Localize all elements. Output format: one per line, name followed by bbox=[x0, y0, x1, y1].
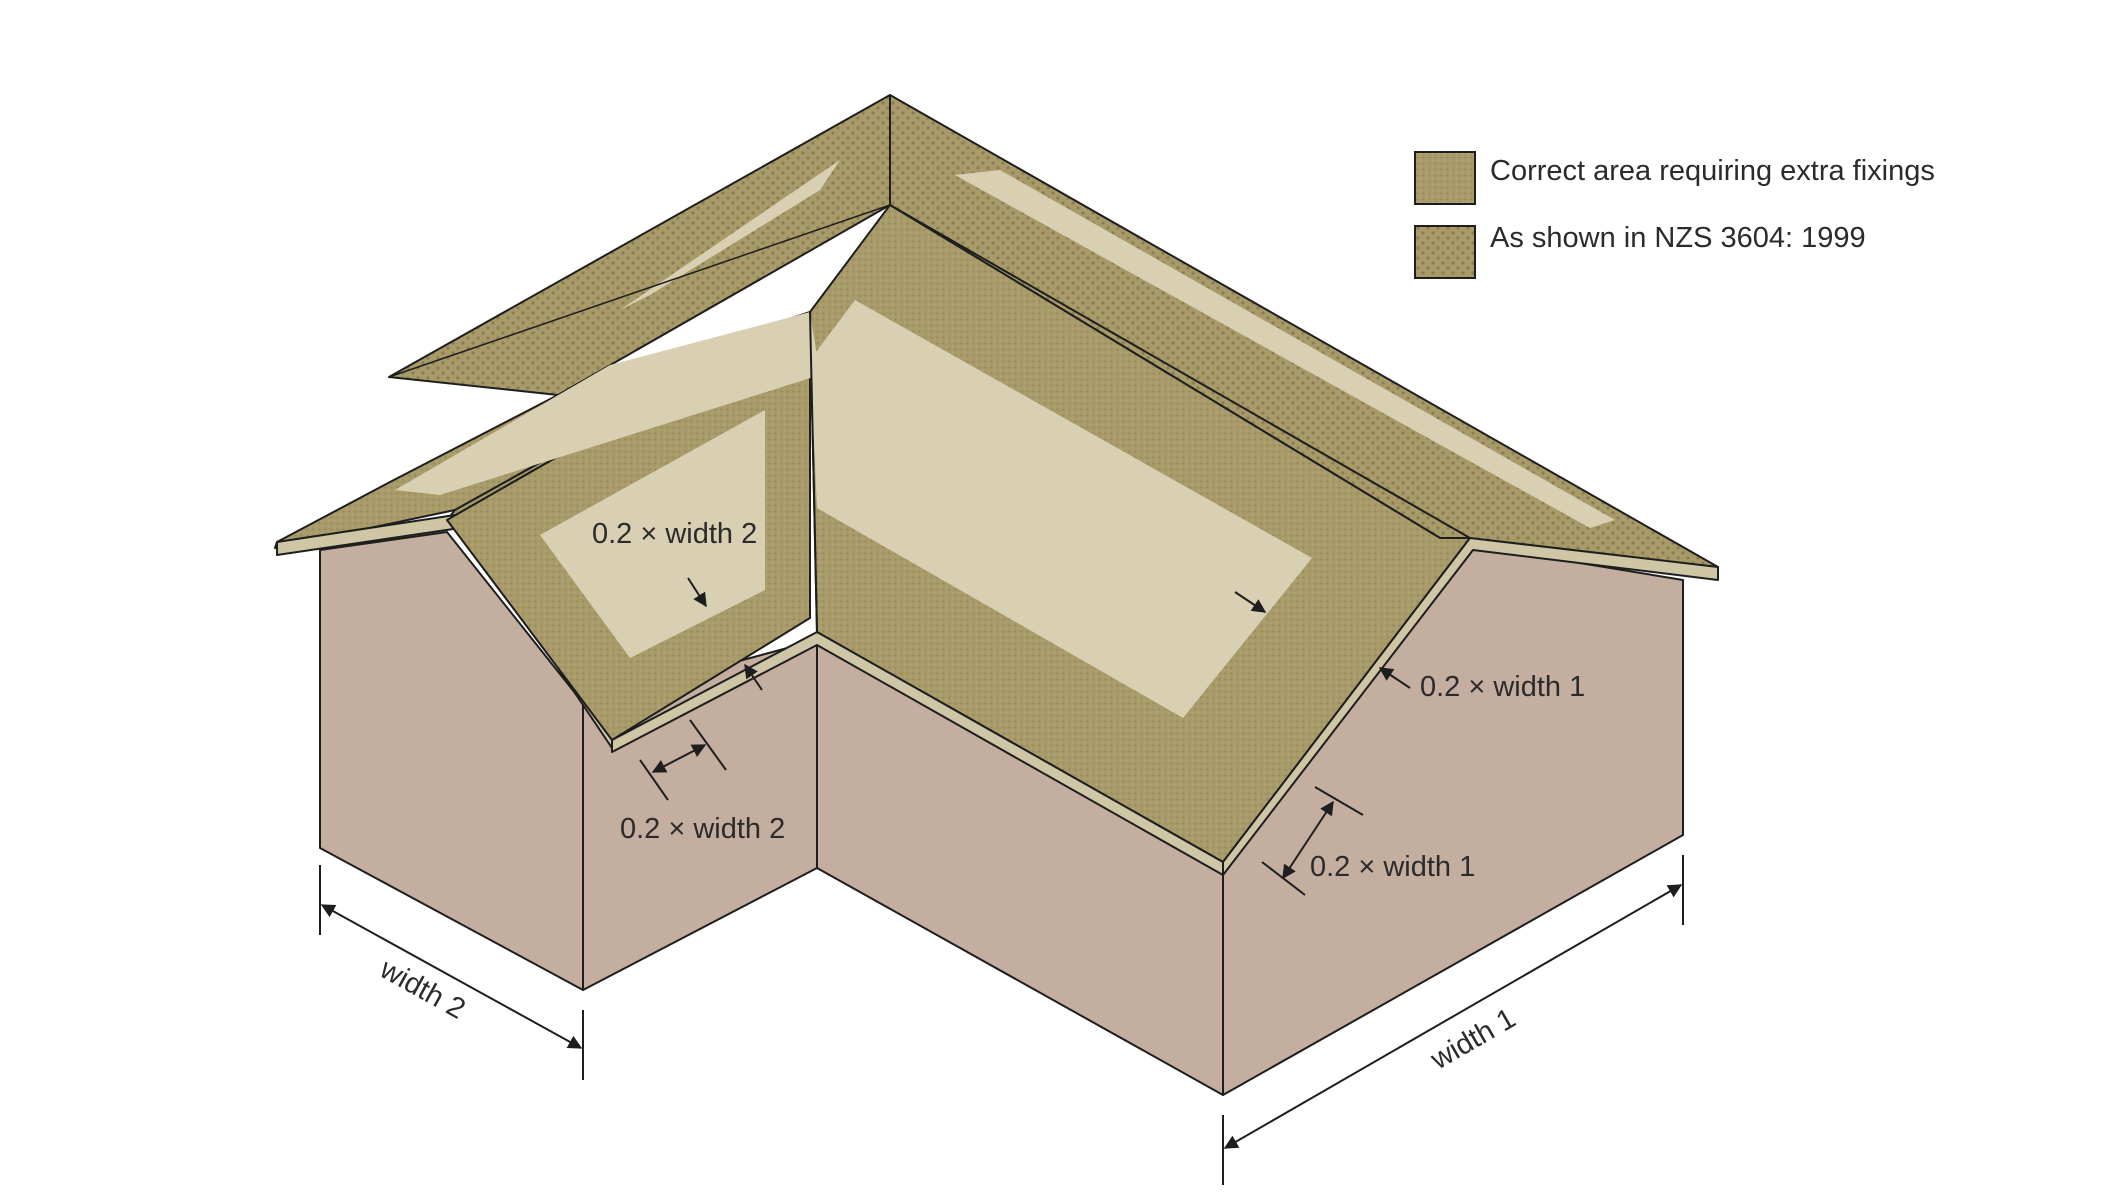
inner-zone-left bbox=[540, 410, 765, 658]
legend-label-correct-area: Correct area requiring extra fixings bbox=[1490, 155, 1935, 187]
hip-line-left bbox=[388, 204, 891, 378]
label-lower-width1: 0.2 × width 1 bbox=[1310, 851, 1475, 883]
annotations bbox=[639, 577, 1411, 896]
arrow-lower-width2 bbox=[651, 744, 707, 773]
dim-label-width2: width 2 bbox=[374, 953, 471, 1026]
arrow-right-width1 bbox=[1378, 667, 1411, 689]
arrow-inner-width2-lower bbox=[744, 663, 763, 691]
legend-swatch-nzs-3604 bbox=[1414, 225, 1476, 279]
inner-zone-back-left bbox=[395, 312, 820, 495]
arrow-right-width1-upper bbox=[1234, 591, 1267, 613]
inner-zone-back-upper bbox=[620, 160, 840, 310]
dimensions bbox=[319, 855, 1684, 1185]
label-right-width1: 0.2 × width 1 bbox=[1420, 671, 1585, 703]
dim-width2-line bbox=[320, 904, 583, 1049]
inner-zone-back-right bbox=[955, 170, 1615, 528]
hip-line-right bbox=[889, 204, 1471, 539]
valley-line bbox=[809, 311, 818, 633]
label-inner-width2: 0.2 × width 2 bbox=[592, 518, 757, 550]
legend-label-nzs-3604: As shown in NZS 3604: 1999 bbox=[1490, 222, 1866, 254]
tick-lower-width1-b bbox=[1314, 786, 1364, 816]
roof bbox=[274, 94, 1719, 876]
legend: Correct area requiring extra fixings As … bbox=[1414, 151, 1935, 279]
tick-lower-width2-a bbox=[639, 759, 669, 801]
inner-zone-main bbox=[810, 300, 1312, 718]
label-lower-width2: 0.2 × width 2 bbox=[620, 813, 785, 845]
dim-width1-line bbox=[1223, 884, 1683, 1149]
arrow-inner-width2 bbox=[687, 577, 707, 608]
tick-lower-width2-b bbox=[689, 719, 727, 771]
dim-label-width1: width 1 bbox=[1425, 1002, 1521, 1076]
legend-swatch-correct-area bbox=[1414, 151, 1476, 205]
arrow-lower-width1 bbox=[1282, 800, 1334, 880]
